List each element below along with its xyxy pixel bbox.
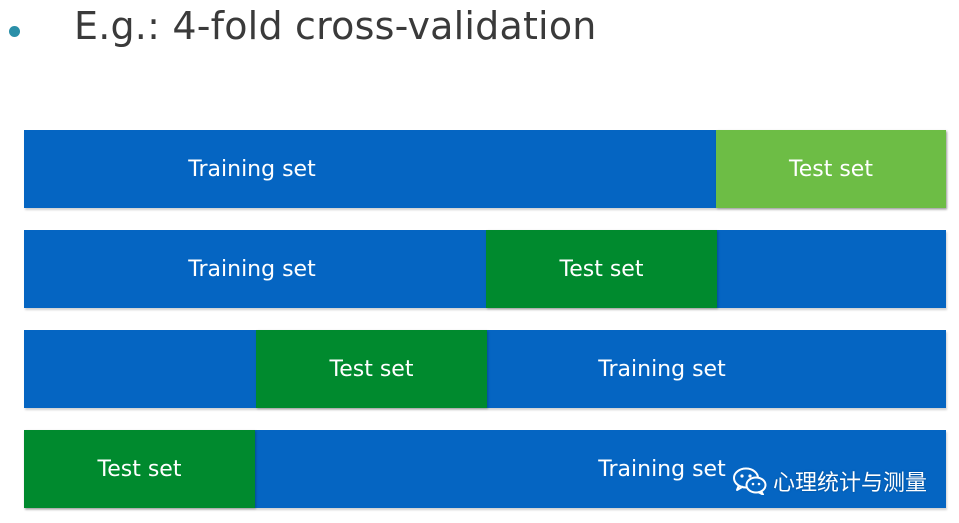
- training-set-label: Training set: [188, 156, 316, 182]
- test-set-segment: Test set: [256, 330, 487, 408]
- training-set-label: Training set: [598, 356, 726, 382]
- fold-row-3: Test set Training set: [24, 330, 946, 408]
- test-set-segment: Test set: [24, 430, 255, 508]
- bullet-dot: [9, 26, 20, 37]
- wechat-icon: [732, 467, 767, 495]
- fold-row-1: Training set Test set: [24, 130, 946, 208]
- slide-title: E.g.: 4-fold cross-validation: [74, 4, 597, 48]
- watermark: 心理统计与测量: [732, 465, 927, 497]
- training-set-label: Training set: [188, 256, 316, 282]
- watermark-text: 心理统计与测量: [772, 471, 927, 496]
- test-set-segment: Test set: [486, 230, 717, 308]
- fold-row-4: Test set Training set: [24, 430, 946, 508]
- test-set-segment: Test set: [716, 130, 946, 208]
- fold-row-2: Training set Test set: [24, 230, 946, 308]
- training-set-label: Training set: [598, 456, 726, 482]
